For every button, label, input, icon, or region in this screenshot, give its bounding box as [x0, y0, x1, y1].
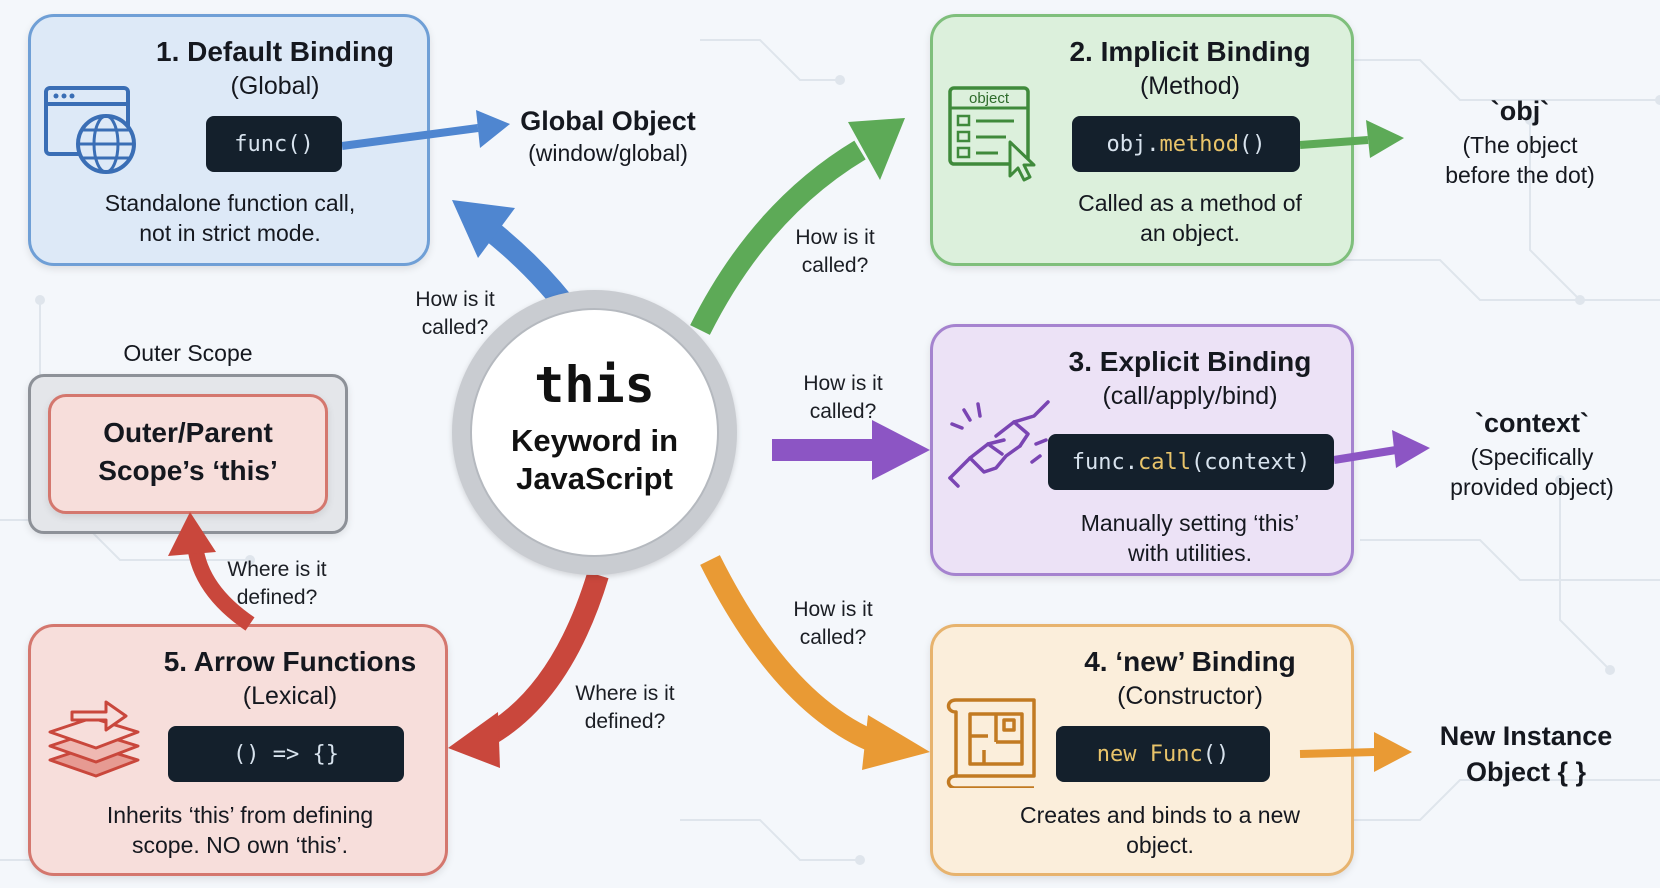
outer-inner-line1: Outer/Parent [103, 417, 273, 448]
arrow-functions-code: () => {} [168, 726, 404, 782]
blueprint-icon [946, 698, 1036, 788]
explicit-binding-title: 3. Explicit Binding [1068, 346, 1312, 377]
new-instance-line2: Object { } [1465, 757, 1587, 787]
code-new-parens: () [1202, 741, 1230, 767]
new-arrow-label-line1: How is it [793, 598, 873, 621]
new-binding-subtitle: (Constructor) [1117, 682, 1263, 710]
code-parens: () [1238, 131, 1266, 157]
new-binding-title: 4. ‘new’ Binding [1084, 646, 1296, 677]
arrow-functions-desc: Inherits ‘this’ from defining scope. NO … [50, 800, 430, 860]
arrowhead-new [862, 715, 930, 770]
arrowhead-default [452, 200, 515, 258]
arrow-desc-line1: Inherits ‘this’ from defining [106, 802, 374, 828]
default-binding-desc: Standalone function call, not in strict … [40, 188, 420, 248]
outer-arrow-label-line2: defined? [236, 586, 318, 609]
default-arrow-label-line2: called? [421, 316, 489, 339]
outer-arrow-label-line1: Where is it [227, 558, 327, 581]
context-result-desc-line1: (Specifically [1470, 444, 1594, 470]
implicit-arrow-label-line2: called? [801, 254, 869, 277]
global-object-title: Global Object [520, 106, 696, 136]
center-line1: Keyword in [510, 423, 679, 458]
outer-parent-scope-box [48, 394, 328, 514]
arrow-to-new [700, 555, 875, 751]
code-func-name: Func [1136, 741, 1203, 767]
new-arrow-label-line2: called? [799, 626, 867, 649]
center-line2: JavaScript [516, 461, 673, 496]
code-method: method [1159, 131, 1239, 157]
explicit-arrow-label-line2: called? [809, 400, 877, 423]
arrow-functions-subtitle: (Lexical) [242, 682, 338, 710]
outer-arrow-label: Where is it defined? [212, 556, 342, 612]
arrow-to-arrowfn [474, 571, 609, 750]
implicit-binding-code: obj.method() [1072, 116, 1300, 172]
new-arrow-label: How is it called? [778, 596, 888, 652]
default-binding-subtitle: (Global) [230, 72, 320, 100]
obj-result-desc-line1: (The object [1462, 132, 1578, 158]
this-code-text: this [534, 356, 655, 414]
obj-result-desc: (The object before the dot) [1420, 130, 1620, 190]
explicit-arrow-label: How is it called? [788, 370, 898, 426]
explicit-binding-subtitle: (call/apply/bind) [1102, 382, 1278, 410]
browser-globe-icon [44, 86, 136, 174]
arrow-to-outer [187, 543, 255, 631]
arrowhead-explicit [872, 420, 930, 480]
obj-result-desc-line2: before the dot) [1445, 162, 1595, 188]
new-instance-title: New Instance Object { } [1416, 718, 1636, 790]
default-binding-title: 1. Default Binding [156, 36, 394, 67]
outer-scope-caption: Outer Scope [123, 340, 253, 366]
implicit-desc-line2: an object. [1140, 220, 1240, 246]
arrow-desc-line2: scope. NO own ‘this’. [131, 832, 349, 858]
default-arrow-label-line1: How is it [415, 288, 495, 311]
new-binding-code: new Func() [1056, 726, 1270, 782]
code-func: func. [1071, 449, 1139, 475]
code-obj: obj. [1106, 131, 1160, 157]
arrowfn-arrow-label-line2: defined? [584, 710, 666, 733]
default-arrow-label: How is it called? [400, 286, 510, 342]
new-desc-line2: object. [1126, 832, 1194, 858]
default-desc-line2: not in strict mode. [139, 220, 321, 246]
code-args: (context) [1191, 449, 1311, 475]
outer-parent-scope-text: Outer/Parent Scope’s ‘this’ [48, 414, 328, 490]
arrowfn-arrow-label-line1: Where is it [575, 682, 675, 705]
obj-result-title: `obj` [1490, 96, 1550, 126]
code-new: new [1096, 741, 1137, 767]
arrowhead-arrowfn [448, 712, 500, 768]
implicit-binding-subtitle: (Method) [1139, 72, 1241, 100]
explicit-desc-line2: with utilities. [1128, 540, 1252, 566]
arrow-to-implicit [690, 140, 866, 335]
object-card-icon: object [948, 86, 1036, 182]
code-call: call [1138, 449, 1191, 475]
implicit-binding-title: 2. Implicit Binding [1069, 36, 1311, 67]
implicit-arrow-label: How is it called? [780, 224, 890, 280]
default-binding-code: func() [206, 116, 342, 172]
object-icon-label: object [969, 90, 1010, 107]
context-result-desc-line2: provided object) [1450, 474, 1614, 500]
implicit-arrow-label-line1: How is it [795, 226, 875, 249]
new-binding-desc: Creates and binds to a new object. [980, 800, 1340, 860]
layers-arrow-icon [48, 700, 140, 778]
this-keyword-circle: this Keyword in JavaScript [470, 308, 719, 557]
context-result-title: `context` [1475, 408, 1589, 438]
arrowhead-outer [168, 512, 216, 556]
implicit-binding-desc: Called as a method of an object. [1040, 188, 1340, 248]
explicit-binding-desc: Manually setting ‘this’ with utilities. [1040, 508, 1340, 568]
arrowfn-arrow-label: Where is it defined? [560, 680, 690, 736]
explicit-desc-line1: Manually setting ‘this’ [1080, 510, 1300, 536]
default-desc-line1: Standalone function call, [104, 190, 356, 216]
arrow-functions-title: 5. Arrow Functions [163, 646, 417, 677]
global-object-desc: (window/global) [528, 140, 688, 166]
implicit-desc-line1: Called as a method of [1078, 190, 1302, 216]
context-result-desc: (Specifically provided object) [1424, 442, 1640, 502]
center-caption: Keyword in JavaScript [472, 422, 717, 498]
handshake-icon [944, 400, 1050, 492]
outer-inner-line2: Scope’s ‘this’ [98, 455, 278, 486]
explicit-arrow-label-line1: How is it [803, 372, 883, 395]
new-instance-line1: New Instance [1439, 721, 1613, 751]
new-desc-line1: Creates and binds to a new [1019, 802, 1300, 828]
arrowhead-implicit [848, 118, 905, 180]
explicit-binding-code: func.call(context) [1048, 434, 1334, 490]
